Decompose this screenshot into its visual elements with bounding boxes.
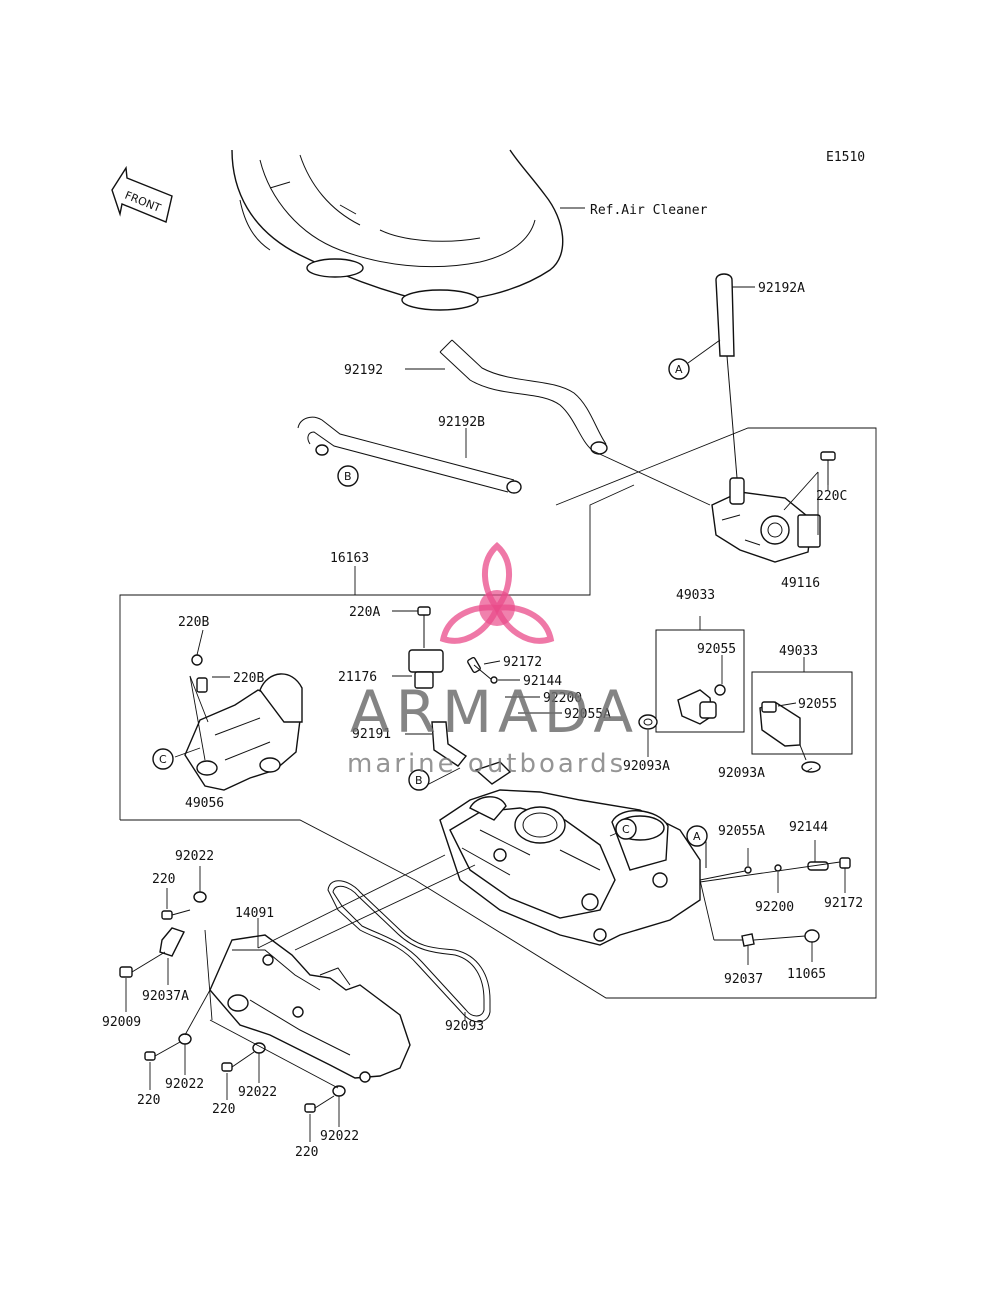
hose-92191 bbox=[405, 721, 468, 767]
callout-c-right: C bbox=[615, 818, 637, 840]
gasket-flange bbox=[424, 761, 512, 787]
label-220B-1: 220B bbox=[178, 615, 209, 630]
label-92192B: 92192B bbox=[438, 415, 485, 430]
label-92055-2: 92055 bbox=[798, 697, 837, 712]
injector-49033-1 bbox=[655, 616, 745, 733]
callout-b-upper: B bbox=[337, 465, 359, 487]
label-16163: 16163 bbox=[330, 551, 369, 566]
bracket-49056 bbox=[174, 629, 303, 791]
air-cleaner-housing bbox=[231, 149, 585, 311]
svg-text:A: A bbox=[675, 363, 683, 376]
label-92191: 92191 bbox=[352, 727, 391, 742]
label-11065: 11065 bbox=[787, 967, 826, 982]
label-92037: 92037 bbox=[724, 972, 763, 987]
throttle-body bbox=[439, 789, 751, 946]
label-92192: 92192 bbox=[344, 363, 383, 378]
label-92022-1: 92022 bbox=[175, 849, 214, 864]
label-49033-1: 49033 bbox=[676, 588, 715, 603]
label-92022-4: 92022 bbox=[320, 1129, 359, 1144]
injector-49033-2 bbox=[751, 657, 853, 773]
label-92055A-upper: 92055A bbox=[564, 707, 611, 722]
callout-a-lower: A bbox=[686, 825, 708, 847]
label-92055-1: 92055 bbox=[697, 642, 736, 657]
label-220B-2: 220B bbox=[233, 671, 264, 686]
callout-b-lower: B bbox=[408, 769, 430, 791]
label-92093A-1: 92093A bbox=[623, 759, 670, 774]
callout-c-left: C bbox=[152, 748, 174, 770]
label-92093: 92093 bbox=[445, 1019, 484, 1034]
label-92055A-lower: 92055A bbox=[718, 824, 765, 839]
hose-92192b bbox=[297, 416, 522, 494]
bolt-220c bbox=[820, 451, 836, 490]
sensor-21176 bbox=[392, 606, 444, 689]
label-92172-upper: 92172 bbox=[503, 655, 542, 670]
svg-text:C: C bbox=[159, 753, 167, 766]
label-92093A-2: 92093A bbox=[718, 766, 765, 781]
label-21176: 21176 bbox=[338, 670, 377, 685]
label-92200-upper: 92200 bbox=[543, 691, 582, 706]
label-220-2: 220 bbox=[137, 1093, 160, 1108]
label-92009: 92009 bbox=[102, 1015, 141, 1030]
label-220C: 220C bbox=[816, 489, 847, 504]
diagram-code: E1510 bbox=[826, 150, 865, 165]
watermark-brand: ARMADA bbox=[350, 678, 639, 746]
label-49116: 49116 bbox=[781, 576, 820, 591]
label-92172-lower: 92172 bbox=[824, 896, 863, 911]
propeller-logo-icon bbox=[439, 541, 555, 644]
left-fasteners bbox=[119, 866, 346, 1142]
hose-92192 bbox=[439, 339, 608, 455]
label-220-4: 220 bbox=[295, 1145, 318, 1160]
label-92037A: 92037A bbox=[142, 989, 189, 1004]
label-92144-lower: 92144 bbox=[789, 820, 828, 835]
svg-text:B: B bbox=[415, 774, 423, 787]
small-parts-upper bbox=[467, 656, 562, 714]
label-92022-2: 92022 bbox=[165, 1077, 204, 1092]
svg-text:A: A bbox=[693, 830, 701, 843]
callout-a-upper: A bbox=[668, 358, 690, 380]
leader-lines bbox=[354, 286, 755, 595]
label-220A: 220A bbox=[349, 605, 380, 620]
label-14091: 14091 bbox=[235, 906, 274, 921]
seal-92093a bbox=[638, 714, 658, 757]
small-parts-right bbox=[699, 840, 851, 893]
parts-92037-11065 bbox=[741, 929, 820, 965]
cover-14091 bbox=[209, 854, 476, 1083]
hose-92192a bbox=[715, 273, 738, 479]
svg-text:C: C bbox=[622, 823, 630, 836]
label-49033-2: 49033 bbox=[779, 644, 818, 659]
label-92200-lower: 92200 bbox=[755, 900, 794, 915]
front-arrow-icon: FRONT bbox=[111, 165, 173, 223]
frame-lines bbox=[119, 427, 877, 999]
valve-49116 bbox=[711, 471, 821, 563]
label-92144-upper: 92144 bbox=[523, 674, 562, 689]
gasket-92093 bbox=[327, 880, 491, 1023]
reference-note: Ref.Air Cleaner bbox=[590, 203, 708, 218]
watermark-tagline: marine outboards bbox=[347, 749, 626, 779]
label-220-1: 220 bbox=[152, 872, 175, 887]
label-92022-3: 92022 bbox=[238, 1085, 277, 1100]
svg-text:B: B bbox=[344, 470, 352, 483]
label-49056: 49056 bbox=[185, 796, 224, 811]
label-92192A: 92192A bbox=[758, 281, 805, 296]
watermark: ARMADA marine outboards bbox=[347, 541, 639, 779]
label-220-3: 220 bbox=[212, 1102, 235, 1117]
